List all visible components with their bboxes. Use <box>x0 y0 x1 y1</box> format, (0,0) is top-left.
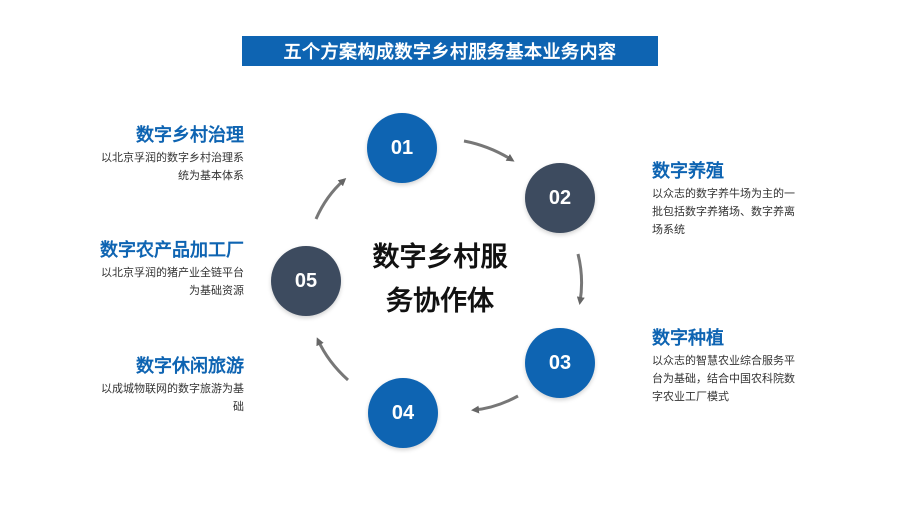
item-02-title: 数字养殖 <box>652 161 724 182</box>
item-05-desc-line-2: 为基础资源 <box>189 284 244 297</box>
item-03: 数字种植 以众志的智慧农业综合服务平 台为基础，结合中国农科院数 字农业工厂模式 <box>652 326 795 406</box>
arrow-01-to-02 <box>463 139 515 162</box>
center-label: 数字乡村服 务协作体 <box>330 236 550 324</box>
arrow-03-to-04 <box>471 394 519 414</box>
arrow-05-to-01 <box>314 178 347 220</box>
item-03-desc-line-1: 以众志的智慧农业综合服务平 <box>652 354 795 367</box>
item-04: 数字休闲旅游 以成城物联网的数字旅游为基 础 <box>101 354 244 416</box>
item-05-desc-line-1: 以北京孚润的猪产业全链平台 <box>101 266 244 279</box>
item-05-title: 数字农产品加工厂 <box>100 240 244 261</box>
item-02-desc: 以众志的数字养牛场为主的一 批包括数字养猪场、数字养离 场系统 <box>652 185 795 239</box>
item-03-desc-line-3: 字农业工厂模式 <box>652 390 729 403</box>
item-01: 数字乡村治理 以北京孚润的数字乡村治理系 统为基本体系 <box>101 123 244 185</box>
item-02-desc-line-2: 批包括数字养猪场、数字养离 <box>652 205 795 218</box>
center-label-line-2: 务协作体 <box>386 286 494 317</box>
node-03: 03 <box>525 328 595 398</box>
node-05: 05 <box>271 246 341 316</box>
node-04: 04 <box>368 378 438 448</box>
item-02-desc-line-3: 场系统 <box>652 223 685 236</box>
item-04-desc-line-2: 础 <box>233 400 244 413</box>
item-03-title: 数字种植 <box>652 328 724 349</box>
node-02: 02 <box>525 163 595 233</box>
item-04-desc: 以成城物联网的数字旅游为基 础 <box>101 380 244 416</box>
node-03-number: 03 <box>548 351 572 374</box>
arrow-04-to-05 <box>316 337 350 382</box>
item-03-desc: 以众志的智慧农业综合服务平 台为基础，结合中国农科院数 字农业工厂模式 <box>652 352 795 406</box>
center-label-line-1: 数字乡村服 <box>372 242 508 273</box>
item-03-desc-line-2: 台为基础，结合中国农科院数 <box>652 372 795 385</box>
node-04-number: 04 <box>391 401 415 424</box>
item-01-desc-line-1: 以北京孚润的数字乡村治理系 <box>101 151 244 164</box>
arrow-02-to-03 <box>576 253 585 305</box>
node-05-number: 05 <box>294 269 318 292</box>
item-04-desc-line-1: 以成城物联网的数字旅游为基 <box>101 382 244 395</box>
item-04-title: 数字休闲旅游 <box>136 356 244 377</box>
item-05: 数字农产品加工厂 以北京孚润的猪产业全链平台 为基础资源 <box>100 238 244 300</box>
node-01: 01 <box>367 113 437 183</box>
item-01-title: 数字乡村治理 <box>136 125 244 146</box>
item-05-desc: 以北京孚润的猪产业全链平台 为基础资源 <box>100 264 244 300</box>
item-01-desc: 以北京孚润的数字乡村治理系 统为基本体系 <box>101 149 244 185</box>
node-01-number: 01 <box>390 136 414 159</box>
item-02: 数字养殖 以众志的数字养牛场为主的一 批包括数字养猪场、数字养离 场系统 <box>652 159 795 239</box>
diagram-title: 五个方案构成数字乡村服务基本业务内容 <box>242 36 658 66</box>
item-01-desc-line-2: 统为基本体系 <box>178 169 244 182</box>
node-02-number: 02 <box>548 186 572 209</box>
item-02-desc-line-1: 以众志的数字养牛场为主的一 <box>652 187 795 200</box>
